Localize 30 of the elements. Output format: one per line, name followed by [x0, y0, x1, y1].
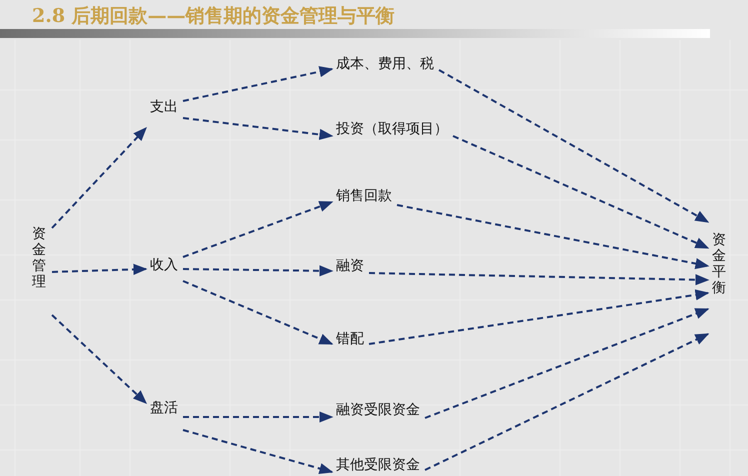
dashed-arrow	[182, 66, 334, 102]
dashed-arrow	[452, 135, 710, 249]
node-label: 融资受限资金	[336, 400, 420, 420]
dashed-arrow	[182, 201, 334, 258]
dashed-arrow	[51, 126, 147, 229]
dashed-arrow	[183, 411, 334, 423]
node-label: 融资	[336, 256, 364, 276]
dashed-arrow	[424, 308, 710, 419]
node-label: 错配	[336, 329, 364, 349]
dashed-arrow	[396, 204, 710, 270]
node-label: 收入	[150, 255, 178, 275]
node-label: 成本、费用、税	[336, 54, 434, 74]
node-label: 资金平衡	[712, 232, 727, 296]
node-label: 盘活	[150, 398, 178, 418]
slide-title: 2.8 后期回款——销售期的资金管理与平衡	[32, 4, 395, 29]
dashed-arrow	[182, 117, 334, 140]
dashed-arrow	[368, 272, 710, 286]
dashed-arrow	[438, 69, 710, 223]
dashed-arrow	[424, 333, 710, 471]
dashed-arrow	[51, 314, 148, 404]
dashed-arrow	[368, 289, 710, 345]
node-label: 支出	[150, 97, 178, 117]
node-label: 其他受限资金	[336, 455, 420, 475]
dashed-arrow	[182, 265, 334, 276]
node-label: 投资（取得项目）	[336, 119, 448, 139]
node-label: 资金管理	[32, 226, 47, 290]
dashed-arrow	[182, 429, 334, 474]
dashed-arrow	[182, 280, 334, 345]
dashed-arrow	[52, 264, 148, 275]
node-label: 销售回款	[336, 186, 392, 206]
